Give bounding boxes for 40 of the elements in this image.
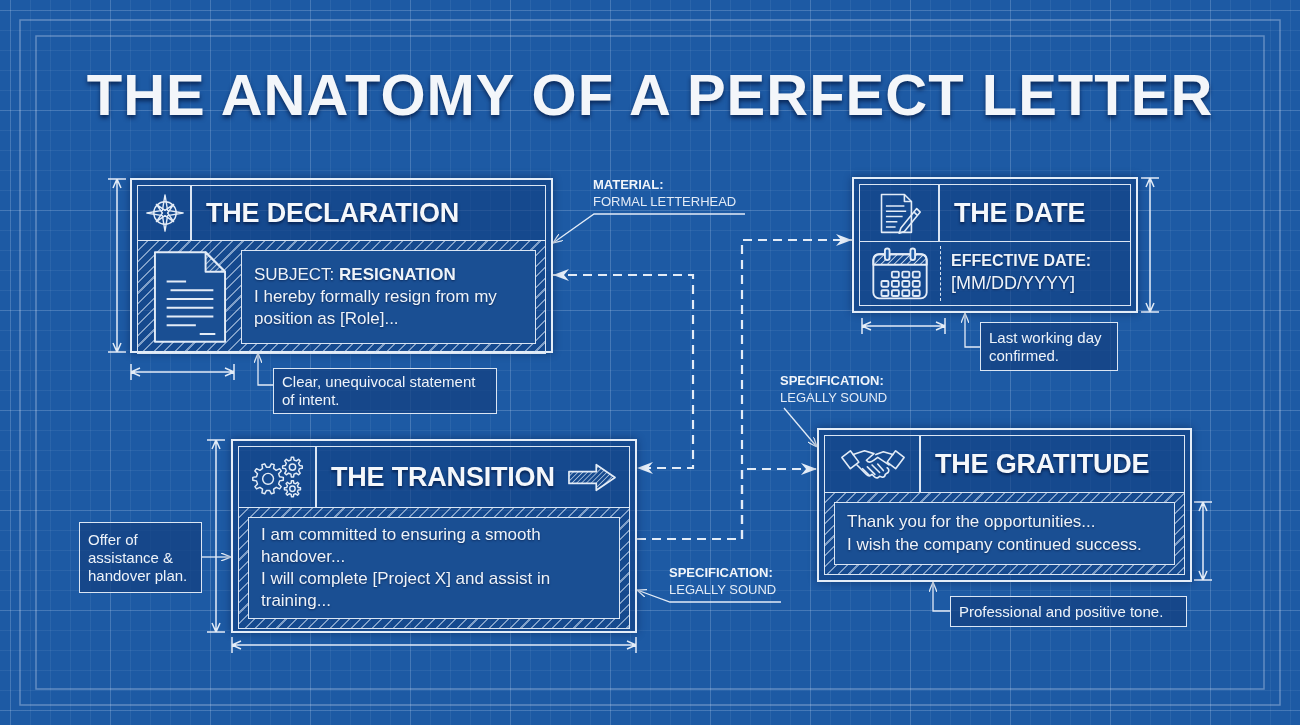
section-card bbox=[852, 177, 1138, 313]
leader-line bbox=[928, 581, 951, 612]
callout-text: Offer of assistance & handover plan. bbox=[88, 530, 189, 585]
note-label: MATERIAL: bbox=[593, 177, 665, 194]
leader-line bbox=[636, 589, 782, 603]
body-text: [MM/DD/YYYY] bbox=[951, 272, 1076, 296]
body-text: I will complete [Project X] and assist in training... bbox=[261, 568, 552, 613]
callout-box bbox=[950, 596, 1187, 627]
callout-box bbox=[273, 368, 497, 414]
dashed-connector bbox=[637, 463, 817, 541]
body-text: I am committed to ensuring a smooth handover... bbox=[261, 524, 542, 569]
section-card bbox=[130, 178, 553, 353]
field-label: EFFECTIVE DATE: bbox=[951, 251, 1093, 272]
section-card bbox=[231, 439, 637, 633]
leader-line bbox=[201, 552, 232, 562]
section-card bbox=[817, 428, 1192, 582]
body-text: I hereby formally resign from my position as [Role]... bbox=[254, 285, 498, 331]
leader-line bbox=[960, 312, 981, 348]
note-text: FORMAL LETTERHEAD bbox=[593, 193, 738, 211]
body-text: I wish the company continued success. bbox=[847, 533, 1143, 556]
note-label: SPECIFICATION: bbox=[669, 565, 774, 582]
note-text: LEGALLY SOUND bbox=[669, 581, 778, 599]
card-heading: THE TRANSITION bbox=[331, 461, 555, 493]
body-text: Thank you for the opportunities... bbox=[847, 511, 1097, 534]
callout-text: Clear, unequivocal statement of intent. bbox=[282, 373, 477, 409]
note-text: LEGALLY SOUND bbox=[780, 389, 889, 407]
title: THE ANATOMY OF A PERFECT LETTER bbox=[86, 62, 1214, 129]
leader-line bbox=[783, 407, 818, 448]
note-label: SPECIFICATION: bbox=[780, 373, 885, 390]
callout-text: Professional and positive tone. bbox=[959, 602, 1164, 621]
callout-text: Last working day confirmed. bbox=[989, 328, 1103, 365]
card-heading: THE DATE bbox=[954, 197, 1086, 229]
body-text: SUBJECT: RESIGNATION bbox=[254, 263, 457, 286]
card-heading: THE DECLARATION bbox=[206, 197, 459, 229]
callout-box bbox=[79, 522, 202, 593]
dashed-connector bbox=[553, 269, 695, 474]
card-heading: THE GRATITUDE bbox=[935, 448, 1150, 480]
leader-line bbox=[552, 213, 746, 244]
callout-box bbox=[980, 322, 1118, 371]
leader-line bbox=[253, 352, 274, 386]
